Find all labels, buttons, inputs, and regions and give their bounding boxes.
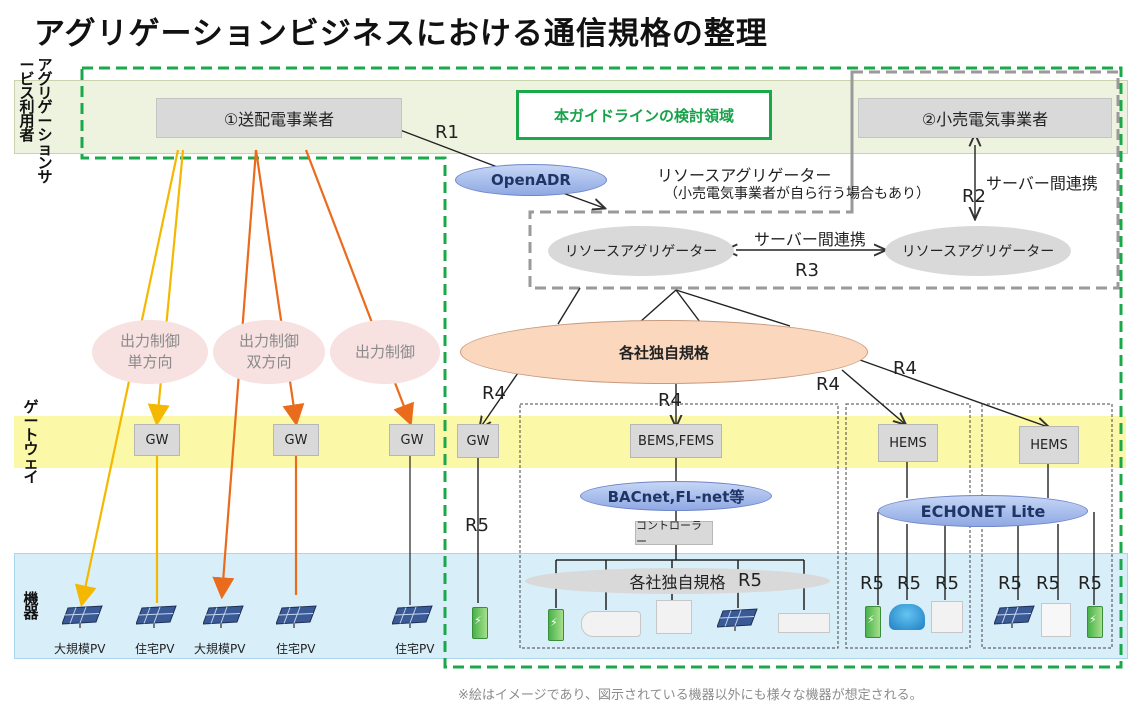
bacnet-oval: BACnet,FL-net等 <box>580 481 772 511</box>
ecocute-icon <box>581 611 641 637</box>
solar-panel-icon <box>392 605 433 628</box>
pv-label-3: 大規模PV <box>194 642 246 656</box>
scope-outline <box>80 66 1123 669</box>
solar-panel-icon <box>717 608 758 631</box>
controller-box: コントローラー <box>635 519 713 548</box>
row-label-column: ー ビ ス 利 用 者 <box>19 56 35 144</box>
gateway-band <box>14 416 1126 468</box>
proprietary-bottom-label: 各社独自規格 <box>629 573 726 592</box>
pv-label-5: 住宅PV <box>395 642 435 656</box>
gateway-3: GW <box>389 424 435 456</box>
resource-agg-title: リソースアグリゲーター <box>657 166 832 185</box>
label-r4-hems2: R4 <box>893 358 917 379</box>
proprietary-bottom-oval: 各社独自規格 <box>525 568 830 594</box>
label-r1: R1 <box>435 122 459 143</box>
bems-group-box <box>519 403 839 649</box>
solar-panel-icon <box>62 605 103 628</box>
label-r5-bems: R5 <box>738 570 762 591</box>
pv-label-4: 住宅PV <box>276 642 316 656</box>
openadr-oval: OpenADR <box>455 164 607 196</box>
tso-box: ①送配電事業者 <box>156 98 402 138</box>
battery-icon <box>472 607 488 639</box>
pv-label-2: 住宅PV <box>135 642 175 656</box>
storage-unit-icon <box>1041 603 1071 637</box>
proprietary-standard-oval: 各社独自規格 <box>460 320 868 384</box>
label-r5-h2b: R5 <box>1036 573 1060 594</box>
control-oneway: 出力制御 単方向 <box>92 320 208 384</box>
label-r5-h2a: R5 <box>998 573 1022 594</box>
battery-icon <box>865 606 881 638</box>
page-title: アグリゲーションビジネスにおける通信規格の整理 <box>34 16 768 52</box>
led-light-icon <box>778 613 830 633</box>
echonet-oval: ECHONET Lite <box>878 495 1088 527</box>
label-r4-gw: R4 <box>482 383 506 404</box>
battery-icon <box>548 609 564 641</box>
pv-label-1: 大規模PV <box>54 642 106 656</box>
footnote: ※絵はイメージであり、図示されている機器以外にも様々な機器が想定される。 <box>458 688 923 703</box>
label-r4-hems1: R4 <box>816 374 840 395</box>
server-link-mid: サーバー間連携 <box>754 230 866 249</box>
label-r5-h1a: R5 <box>860 573 884 594</box>
scope-label: 本ガイドラインの検討領域 <box>516 90 772 140</box>
hems-box-1: HEMS <box>878 424 938 462</box>
solar-panel-icon <box>136 605 177 628</box>
label-r5-h1c: R5 <box>935 573 959 594</box>
resource-agg-right: リソースアグリゲーター <box>885 226 1071 276</box>
row-label-aggregation: ア グ リ ゲ ー シ ョ ン サー ビ ス 利 用 者 <box>13 56 53 186</box>
aircon-outdoor-icon <box>656 600 692 634</box>
solar-panel-icon <box>994 605 1035 628</box>
row-label-devices: 機 器 <box>23 590 39 622</box>
control-simple: 出力制御 <box>330 320 440 384</box>
gateway-1: GW <box>134 424 180 456</box>
aircon-outdoor-icon <box>931 601 963 633</box>
label-r4-bems: R4 <box>658 390 682 411</box>
gateway-2: GW <box>273 424 319 456</box>
label-r2: R2 <box>962 186 986 207</box>
control-twoway: 出力制御 双方向 <box>213 320 325 384</box>
bems-box: BEMS,FEMS <box>630 424 722 458</box>
label-r5-h2c: R5 <box>1078 573 1102 594</box>
server-link-top: サーバー間連携 <box>986 174 1098 193</box>
label-r5-gw: R5 <box>465 515 489 536</box>
label-r3: R3 <box>795 260 819 281</box>
resource-agg-note: （小売電気事業者が自ら行う場合もあり） <box>664 186 930 202</box>
row-label-gateway: ゲ ー ト ウ ェ イ <box>23 398 39 486</box>
solar-panel-icon <box>276 605 317 628</box>
row-label-column: ア グ リ ゲ ー シ ョ ン サ <box>37 56 53 186</box>
battery-icon <box>1087 606 1103 638</box>
resource-agg-left: リソースアグリゲーター <box>548 226 734 276</box>
ev-car-icon <box>889 604 925 630</box>
solar-panel-icon <box>203 605 244 628</box>
retailer-box: ②小売電気事業者 <box>858 98 1112 138</box>
gateway-4: GW <box>457 424 499 458</box>
label-r5-h1b: R5 <box>897 573 921 594</box>
hems-box-2: HEMS <box>1019 426 1079 464</box>
